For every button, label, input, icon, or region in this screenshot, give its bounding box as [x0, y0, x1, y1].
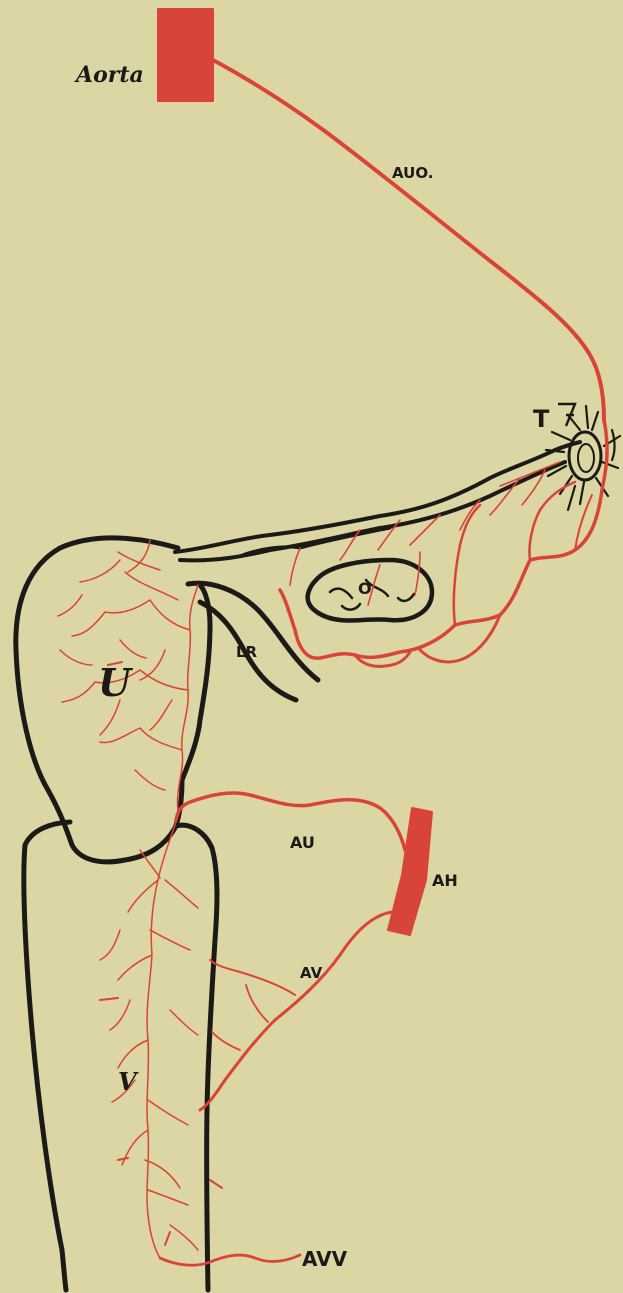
label-o: O	[358, 579, 372, 598]
label-aorta: Aorta	[74, 62, 144, 88]
label-au: AU	[290, 833, 315, 852]
aorta-block	[158, 9, 213, 101]
label-u: U	[98, 660, 134, 705]
label-v: V	[118, 1067, 139, 1096]
label-lr: LR	[236, 643, 258, 661]
label-t: T	[533, 405, 550, 433]
label-ah: AH	[432, 871, 458, 890]
label-auo: AUO.	[392, 164, 433, 182]
label-av: AV	[300, 964, 323, 982]
label-avv: AVV	[302, 1247, 348, 1271]
